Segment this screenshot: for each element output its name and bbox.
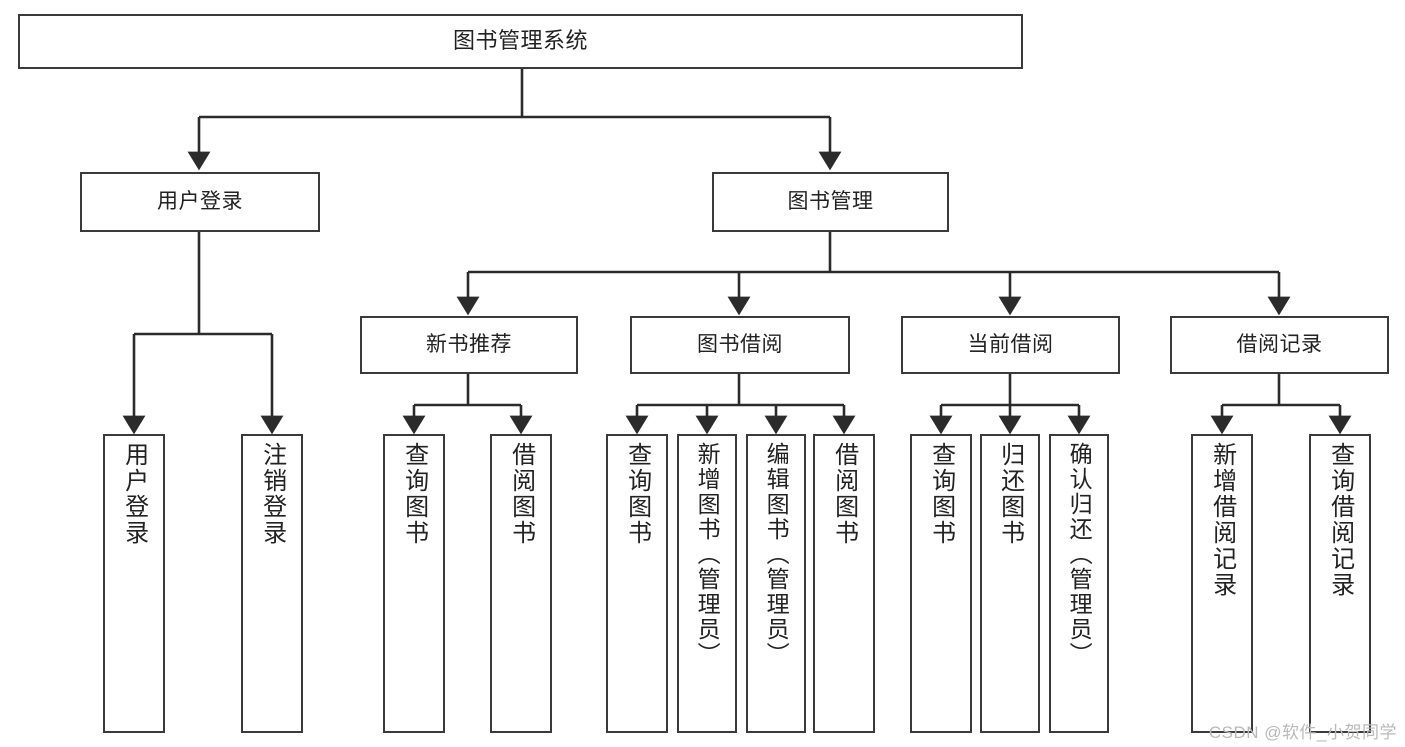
leaf-user-login-signin[interactable]: 用户登录	[103, 434, 165, 733]
leaf-user-login-signout[interactable]: 注销登录	[241, 434, 303, 733]
leaf-borrow-borrow-book[interactable]: 借阅图书	[813, 434, 875, 733]
node-root-system[interactable]: 图书管理系统	[18, 14, 1023, 69]
leaf-record-query-record[interactable]: 查询借阅记录	[1309, 434, 1371, 733]
node-book-management[interactable]: 图书管理	[712, 172, 949, 232]
node-label: 图书借阅	[697, 333, 783, 357]
node-borrow-record[interactable]: 借阅记录	[1170, 316, 1389, 374]
node-label: 新增借阅记录	[1208, 442, 1236, 598]
node-label: 确认归还（管理员）	[1066, 442, 1093, 667]
node-label: 用户登录	[120, 442, 148, 546]
node-label: 新增图书（管理员）	[694, 442, 721, 667]
node-label: 新书推荐	[426, 333, 512, 357]
node-label: 用户登录	[157, 190, 243, 214]
node-new-book-recommend[interactable]: 新书推荐	[360, 316, 578, 374]
node-label: 图书管理系统	[452, 28, 588, 54]
leaf-current-query-book[interactable]: 查询图书	[910, 434, 972, 733]
leaf-record-add-record[interactable]: 新增借阅记录	[1191, 434, 1253, 733]
node-label: 查询图书	[623, 442, 651, 546]
leaf-current-return-book[interactable]: 归还图书	[980, 434, 1040, 733]
node-label: 借阅图书	[830, 442, 858, 546]
leaf-borrow-edit-book-admin[interactable]: 编辑图书（管理员）	[746, 434, 806, 733]
node-label: 查询借阅记录	[1326, 442, 1354, 598]
node-book-borrow[interactable]: 图书借阅	[630, 316, 850, 374]
node-user-login[interactable]: 用户登录	[80, 172, 320, 232]
leaf-recommend-query-book[interactable]: 查询图书	[383, 434, 445, 733]
node-current-borrow[interactable]: 当前借阅	[901, 316, 1120, 374]
leaf-borrow-query-book[interactable]: 查询图书	[606, 434, 668, 733]
node-label: 注销登录	[258, 442, 286, 546]
node-label: 借阅图书	[507, 442, 535, 546]
leaf-current-confirm-return-admin[interactable]: 确认归还（管理员）	[1049, 434, 1109, 733]
node-label: 编辑图书（管理员）	[763, 442, 790, 667]
node-label: 查询图书	[927, 442, 955, 546]
node-label: 图书管理	[787, 190, 874, 214]
leaf-recommend-borrow-book[interactable]: 借阅图书	[490, 434, 552, 733]
leaf-borrow-add-book-admin[interactable]: 新增图书（管理员）	[677, 434, 737, 733]
node-label: 归还图书	[996, 442, 1024, 546]
node-label: 当前借阅	[967, 333, 1054, 357]
csdn-watermark: CSDN @软件_小贺同学	[1208, 723, 1397, 742]
node-label: 借阅记录	[1236, 333, 1323, 357]
node-label: 查询图书	[400, 442, 428, 546]
